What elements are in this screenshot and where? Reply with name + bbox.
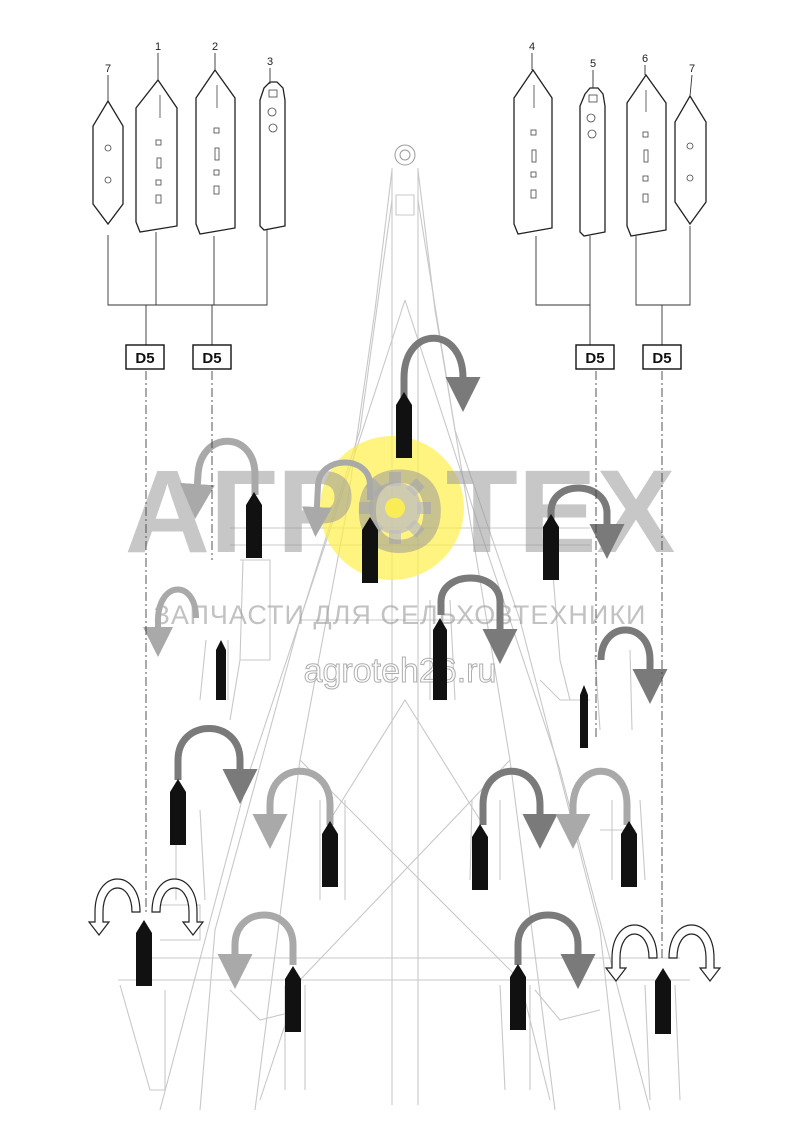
part-3 <box>259 81 286 231</box>
group-label-box: D5 <box>642 344 682 370</box>
position-marker <box>655 968 671 1034</box>
position-marker <box>216 640 226 700</box>
group-label-3: D5 <box>585 350 604 367</box>
callout-part-7-right: 7 <box>689 63 695 75</box>
group-label-4: D5 <box>652 350 671 367</box>
rotate-arrow <box>547 484 625 559</box>
gear-icon <box>359 472 431 544</box>
group-labels: D5 D5 D5 D5 <box>125 344 682 370</box>
watermark: АГРОТЕХ ЗАПЧАСТИ ДЛЯ СЕЛЬХОЗТЕХНИКИ agro… <box>125 436 676 691</box>
share-position-markers <box>136 392 671 1034</box>
rotation-arrows <box>87 334 722 989</box>
rotate-arrow <box>179 437 259 519</box>
position-marker <box>621 821 637 887</box>
rotate-arrow <box>437 574 518 664</box>
rotate-arrow <box>143 586 199 657</box>
position-marker <box>510 964 526 1030</box>
callout-part-6: 6 <box>642 53 648 65</box>
group-label-box: D5 <box>125 344 165 370</box>
group-label-2: D5 <box>202 350 221 367</box>
part-4 <box>513 68 553 235</box>
rotate-arrow <box>174 725 258 804</box>
rotate-arrow <box>217 911 297 989</box>
watermark-url: agroteh26.ru <box>304 652 497 690</box>
position-marker <box>246 492 262 558</box>
part-7-left <box>92 99 124 226</box>
rotate-arrow <box>597 626 668 704</box>
callout-part-1: 1 <box>155 41 161 53</box>
position-marker <box>396 392 412 458</box>
callout-part-3: 3 <box>267 56 273 68</box>
position-marker <box>136 920 152 986</box>
position-marker <box>322 821 338 887</box>
position-marker <box>472 824 488 890</box>
watermark-subtitle: ЗАПЧАСТИ ДЛЯ СЕЛЬХОЗТЕХНИКИ <box>154 600 647 630</box>
position-marker <box>543 514 559 580</box>
position-marker <box>285 966 301 1032</box>
rotate-arrow <box>514 911 596 989</box>
position-marker <box>170 779 186 845</box>
part-7-right <box>674 94 707 226</box>
callout-part-4: 4 <box>529 41 535 53</box>
position-marker <box>580 685 588 748</box>
callout-part-2: 2 <box>212 41 218 53</box>
rotate-arrow <box>301 459 373 537</box>
group-label-box: D5 <box>575 344 615 370</box>
double-rotate-arrow-right <box>604 924 722 982</box>
part-callouts: 7 1 2 3 4 5 6 7 <box>105 41 695 101</box>
rotate-arrow <box>479 767 558 849</box>
rotate-arrow <box>555 767 631 849</box>
part-2 <box>195 68 236 235</box>
group-label-1: D5 <box>135 350 154 367</box>
watermark-title: АГРОТЕХ <box>125 446 676 578</box>
position-marker <box>433 618 447 700</box>
position-marker <box>362 517 378 583</box>
rotate-arrow <box>252 767 334 849</box>
part-5 <box>579 87 606 237</box>
callout-part-7-left: 7 <box>105 63 111 75</box>
group-label-box: D5 <box>192 344 232 370</box>
part-1 <box>135 78 178 233</box>
rotate-arrow <box>400 334 481 412</box>
leader-lines <box>107 226 691 960</box>
part-6 <box>626 73 667 237</box>
double-rotate-arrow-left <box>87 878 205 936</box>
callout-part-5: 5 <box>590 58 596 70</box>
